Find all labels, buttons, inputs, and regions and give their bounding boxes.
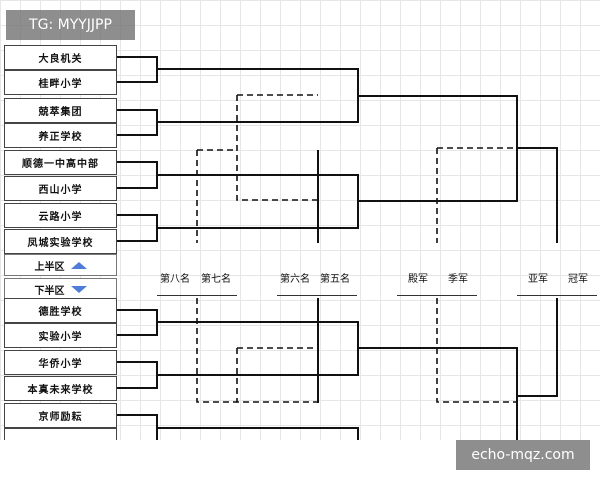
bracket-line [117, 161, 158, 189]
bracket-dashed-line [196, 298, 237, 403]
rank-underline [397, 295, 477, 296]
team-box: 西山小学 [4, 176, 117, 201]
bracket-line [117, 214, 158, 242]
team-box: 兢萃集团 [4, 98, 117, 123]
arrow-down-icon [70, 285, 87, 293]
rank-underline [157, 295, 237, 296]
rank-label-second: 亚军 [528, 274, 548, 285]
rank-underline [517, 295, 597, 296]
bracket-line [117, 56, 158, 83]
team-box: 桂畔小学 [4, 70, 117, 95]
bracket-lines [117, 56, 558, 440]
rank-label-seventh: 第七名 [201, 274, 231, 285]
bracket-line [517, 298, 558, 397]
team-box: 养正学校 [4, 123, 117, 148]
bracket-line [358, 347, 518, 440]
watermark-overlay: echo-mqz.com [456, 440, 590, 470]
bracket-line [157, 174, 359, 229]
rank-label-third: 季军 [448, 274, 468, 285]
upper-half-text: 上半区 [34, 261, 65, 273]
team-box: 京师励耘 [4, 403, 117, 428]
team-box: 云路小学 [4, 203, 117, 228]
rank-underline [277, 295, 357, 296]
bracket-dashed-line [436, 298, 517, 403]
rank-label-first: 冠军 [568, 274, 588, 285]
team-box: 本真未来学校 [4, 376, 117, 401]
team-box: 凤城实验学校 [4, 229, 117, 254]
team-box: 顺德一中高中部 [4, 150, 117, 175]
rank-label-eighth: 第八名 [160, 274, 190, 285]
bracket-line [117, 414, 158, 440]
team-box: 华侨小学 [4, 350, 117, 375]
upper-half-label: 上半区 [4, 254, 117, 276]
lower-half-text: 下半区 [34, 285, 65, 297]
rank-label-fourth: 殿军 [408, 274, 428, 285]
team-box: 实验小学 [4, 323, 117, 348]
arrow-up-icon [70, 261, 87, 269]
bracket-dashed-line [236, 95, 318, 201]
bracket-line [117, 309, 158, 336]
team-box [4, 428, 117, 440]
rank-label-sixth: 第六名 [280, 274, 310, 285]
bracket-line [117, 109, 158, 136]
tg-tag-overlay: TG: MYYJJPP [6, 10, 135, 40]
bracket-line [157, 427, 359, 440]
rank-label-fifth: 第五名 [320, 274, 350, 285]
bracket-line [117, 361, 158, 389]
bracket-sheet: 大良机关 桂畔小学 兢萃集团 养正学校 顺德一中高中部 西山小学 云路小学 凤城… [0, 0, 600, 440]
bracket-line [517, 147, 558, 243]
team-box: 大良机关 [4, 45, 117, 70]
team-box: 德胜学校 [4, 298, 117, 323]
